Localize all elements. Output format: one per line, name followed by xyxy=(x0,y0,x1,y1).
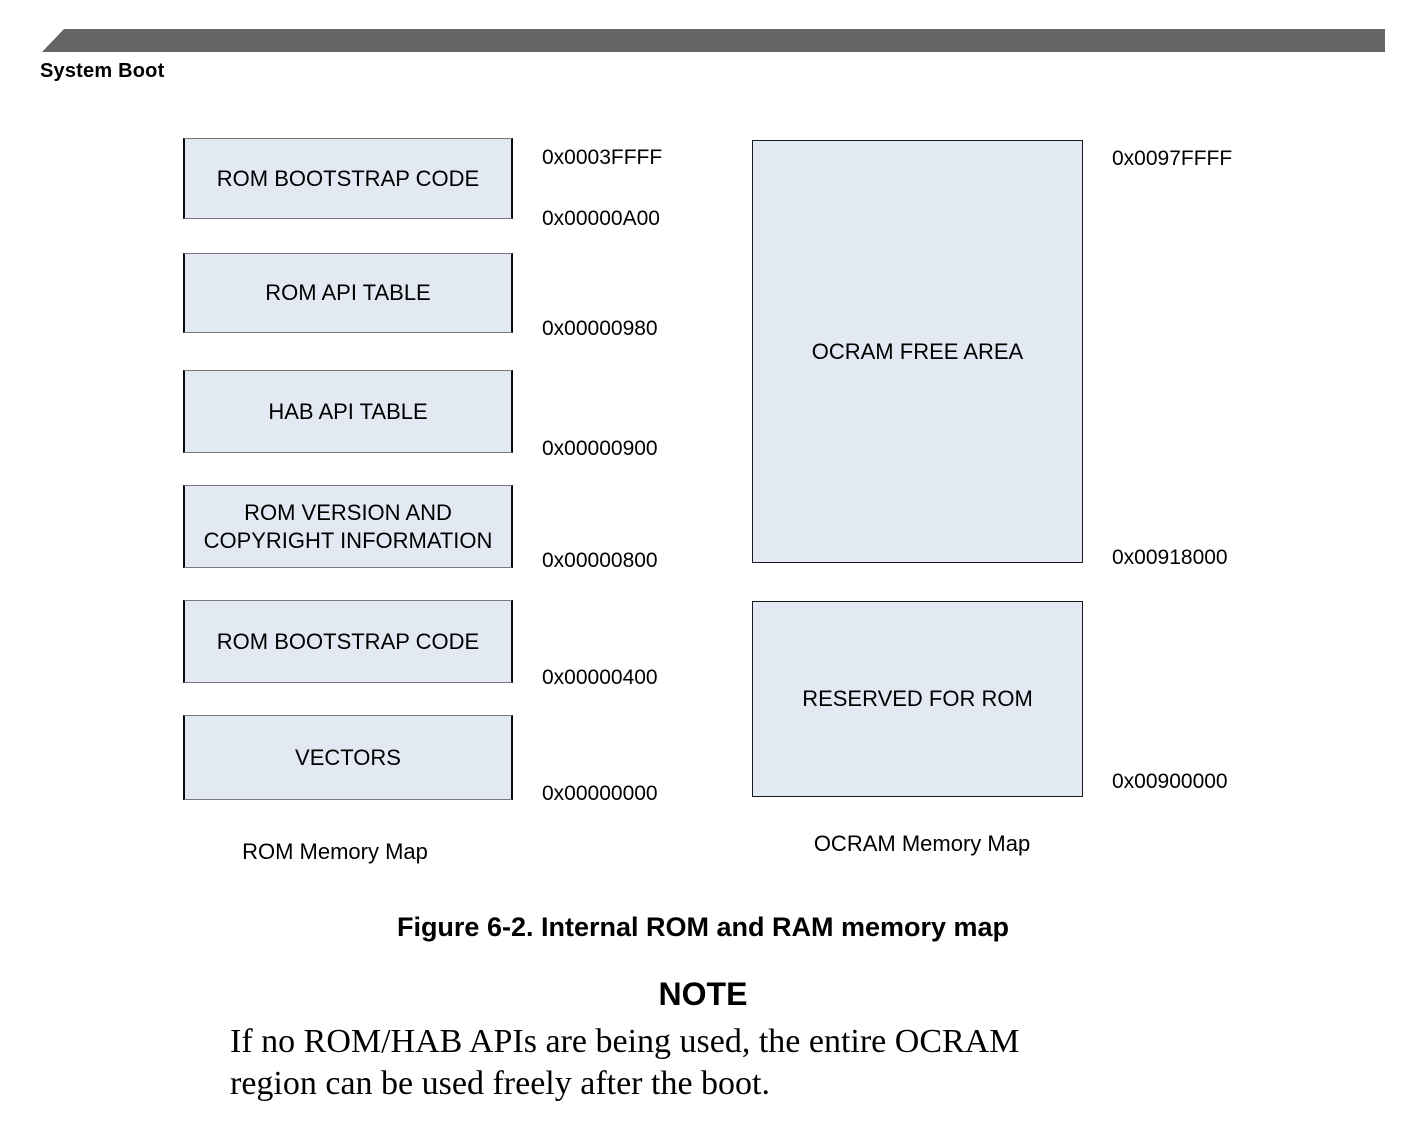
rom-address-label: 0x00000400 xyxy=(542,666,658,689)
chapter-header-bar xyxy=(42,29,1385,52)
figure-caption: Figure 6-2. Internal ROM and RAM memory … xyxy=(396,912,1010,942)
rom-address-label: 0x00000000 xyxy=(542,782,658,805)
rom-address-label: 0x00000980 xyxy=(542,317,658,340)
ocram-address-label: 0x00900000 xyxy=(1112,770,1228,793)
block-label: ROM BOOTSTRAP CODE xyxy=(216,628,480,654)
rom-block-bootstrap-high: ROM BOOTSTRAP CODE xyxy=(183,138,513,219)
rom-block-vectors: VECTORS xyxy=(183,715,513,800)
rom-block-version-copyright: ROM VERSION AND COPYRIGHT INFORMATION xyxy=(183,485,513,568)
ocram-block-reserved-for-rom: RESERVED FOR ROM xyxy=(752,601,1083,797)
note-heading: NOTE xyxy=(658,976,748,1012)
rom-address-label: 0x00000A00 xyxy=(542,207,660,230)
rom-block-api-table: ROM API TABLE xyxy=(183,253,513,333)
block-label: VECTORS xyxy=(295,744,401,770)
note-text-line: region can be used freely after the boot… xyxy=(230,1065,770,1102)
block-label: OCRAM FREE AREA xyxy=(811,338,1024,364)
rom-address-label: 0x0003FFFF xyxy=(542,146,663,169)
ocram-block-free-area: OCRAM FREE AREA xyxy=(752,140,1083,563)
block-label: ROM VERSION AND COPYRIGHT INFORMATION xyxy=(203,500,493,553)
ocram-address-label: 0x0097FFFF xyxy=(1112,147,1233,170)
block-label: ROM API TABLE xyxy=(265,280,431,306)
rom-block-hab-api-table: HAB API TABLE xyxy=(183,370,513,453)
block-label: RESERVED FOR ROM xyxy=(802,686,1033,712)
rom-block-bootstrap-low: ROM BOOTSTRAP CODE xyxy=(183,600,513,683)
rom-address-label: 0x00000900 xyxy=(542,437,658,460)
chapter-title: System Boot xyxy=(40,60,165,82)
rom-map-caption: ROM Memory Map xyxy=(242,839,428,864)
block-label: ROM BOOTSTRAP CODE xyxy=(216,165,480,191)
rom-address-label: 0x00000800 xyxy=(542,549,658,572)
note-text-line: If no ROM/HAB APIs are being used, the e… xyxy=(230,1023,1020,1060)
ocram-map-caption: OCRAM Memory Map xyxy=(813,831,1031,856)
ocram-address-label: 0x00918000 xyxy=(1112,546,1228,569)
block-label: HAB API TABLE xyxy=(268,398,428,424)
